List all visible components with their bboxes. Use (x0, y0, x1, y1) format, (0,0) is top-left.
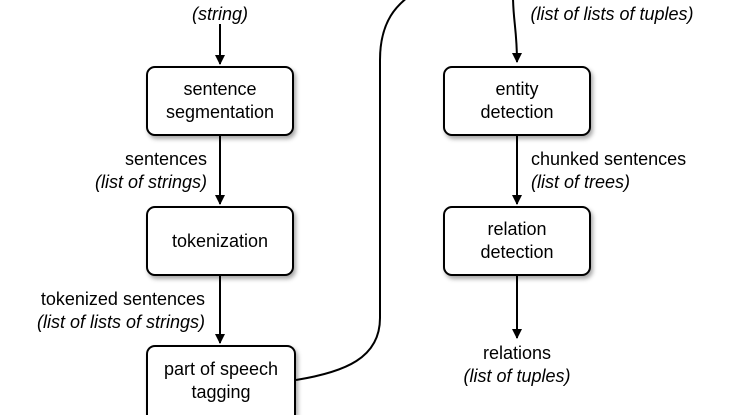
sentences-edge-label: sentences (list of strings) (95, 148, 207, 194)
chunked-sentences-edge-label: chunked sentences (list of trees) (531, 148, 686, 194)
arrow-input-to-entity-detection (511, 0, 522, 63)
sentence-segmentation-line1: sentence (183, 79, 257, 99)
sentences-edge-type: (list of strings) (94, 172, 207, 192)
pos-tagging-box: part of speech tagging (146, 345, 296, 415)
relations-output-label: relations (list of tuples) (437, 342, 597, 388)
pos-tagging-line2: tagging (191, 382, 251, 402)
document-input-type-text: (string) (191, 4, 248, 24)
sentence-segmentation-line2: segmentation (165, 102, 275, 122)
entity-detection-box: entity detection (443, 66, 591, 136)
relation-detection-line2: detection (480, 242, 554, 262)
tokenization-box: tokenization (146, 206, 294, 276)
chunked-sentences-edge-name: chunked sentences (531, 149, 687, 169)
entity-input-type: (list of lists of tuples) (507, 3, 717, 26)
relations-output-type: (list of tuples) (463, 366, 571, 386)
tokenized-sentences-edge-name: tokenized sentences (40, 289, 205, 309)
pos-tagging-line1: part of speech (163, 359, 279, 379)
document-input-type: (string) (170, 3, 270, 26)
curve-pos-tagging-to-entity-input (295, 0, 406, 381)
tokenized-sentences-edge-label: tokenized sentences (list of lists of st… (37, 288, 205, 334)
sentences-edge-name: sentences (124, 149, 207, 169)
tokenization-line1: tokenization (171, 230, 269, 251)
sentence-segmentation-box: sentence segmentation (146, 66, 294, 136)
chunked-sentences-edge-type: (list of trees) (531, 172, 631, 192)
entity-detection-line2: detection (480, 102, 554, 122)
relation-detection-line1: relation (487, 219, 547, 239)
entity-detection-line1: entity (495, 79, 539, 99)
tokenized-sentences-edge-type: (list of lists of strings) (36, 312, 205, 332)
relations-output-name: relations (482, 343, 552, 363)
entity-input-type-text: (list of lists of tuples) (530, 4, 694, 24)
relation-detection-box: relation detection (443, 206, 591, 276)
